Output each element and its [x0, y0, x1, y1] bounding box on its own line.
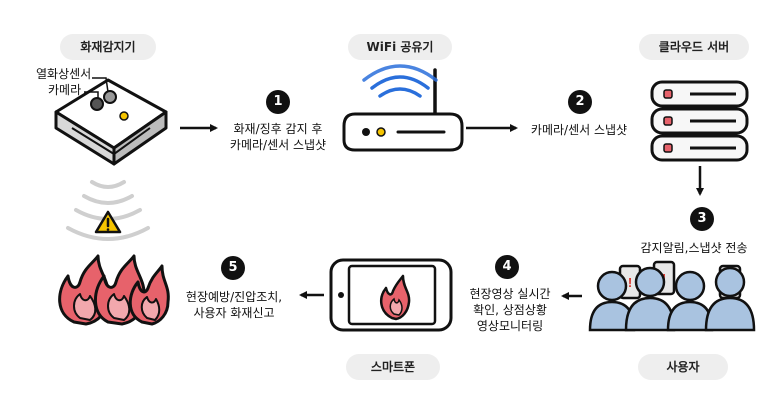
thermal-sensor-label: 열화상센서 [36, 67, 92, 81]
step-5-line-1: 현장예방/진압조치, [185, 290, 283, 304]
step-4-number: 4 [495, 255, 519, 279]
step-1-text: 화재/징후 감지 후 카메라/센서 스냅샷 [222, 121, 334, 153]
step-3-number: 3 [690, 207, 714, 231]
step-2-line-1: 카메라/센서 스냅샷 [530, 123, 628, 137]
warning-icon [94, 210, 122, 234]
step-3-line-1: 감지알림,스냅샷 전송 [640, 241, 748, 255]
step-1-line-2: 카메라/센서 스냅샷 [229, 138, 327, 152]
step-4-line-1: 현장영상 실시간 [469, 287, 551, 301]
flow-arrows [180, 124, 704, 300]
users-label: 사용자 [638, 354, 728, 380]
smartphone-label: 스마트폰 [346, 354, 440, 380]
step-2-text: 카메라/센서 스냅샷 [521, 122, 637, 138]
server-icon [650, 80, 749, 162]
detector-label: 화재감지기 [60, 34, 156, 60]
step-4-line-2: 확인, 상점상황 [473, 303, 547, 317]
step-5-line-2: 사용자 화재신고 [193, 306, 275, 320]
smartphone-icon [329, 258, 453, 332]
camera-label: 카메라 [48, 83, 82, 97]
svg-text:!: ! [628, 275, 632, 290]
server-label: 클라우드 서버 [639, 34, 749, 60]
step-3-text: 감지알림,스냅샷 전송 [618, 240, 770, 256]
step-5-text: 현장예방/진압조치, 사용자 화재신고 [176, 289, 292, 321]
fire-detector-icon [54, 77, 168, 166]
fire-icon [58, 254, 170, 326]
step-1-line-1: 화재/징후 감지 후 [233, 122, 323, 136]
users-icon: ! ! ! [588, 260, 756, 332]
step-5-number: 5 [221, 256, 245, 280]
router-label: WiFi 공유기 [348, 34, 452, 60]
wifi-router-icon [342, 64, 464, 152]
step-4-text: 현장영상 실시간 확인, 상점상황 영상모니터링 [458, 286, 562, 334]
step-4-line-3: 영상모니터링 [476, 319, 544, 333]
step-1-number: 1 [266, 90, 290, 114]
step-2-number: 2 [568, 90, 592, 114]
